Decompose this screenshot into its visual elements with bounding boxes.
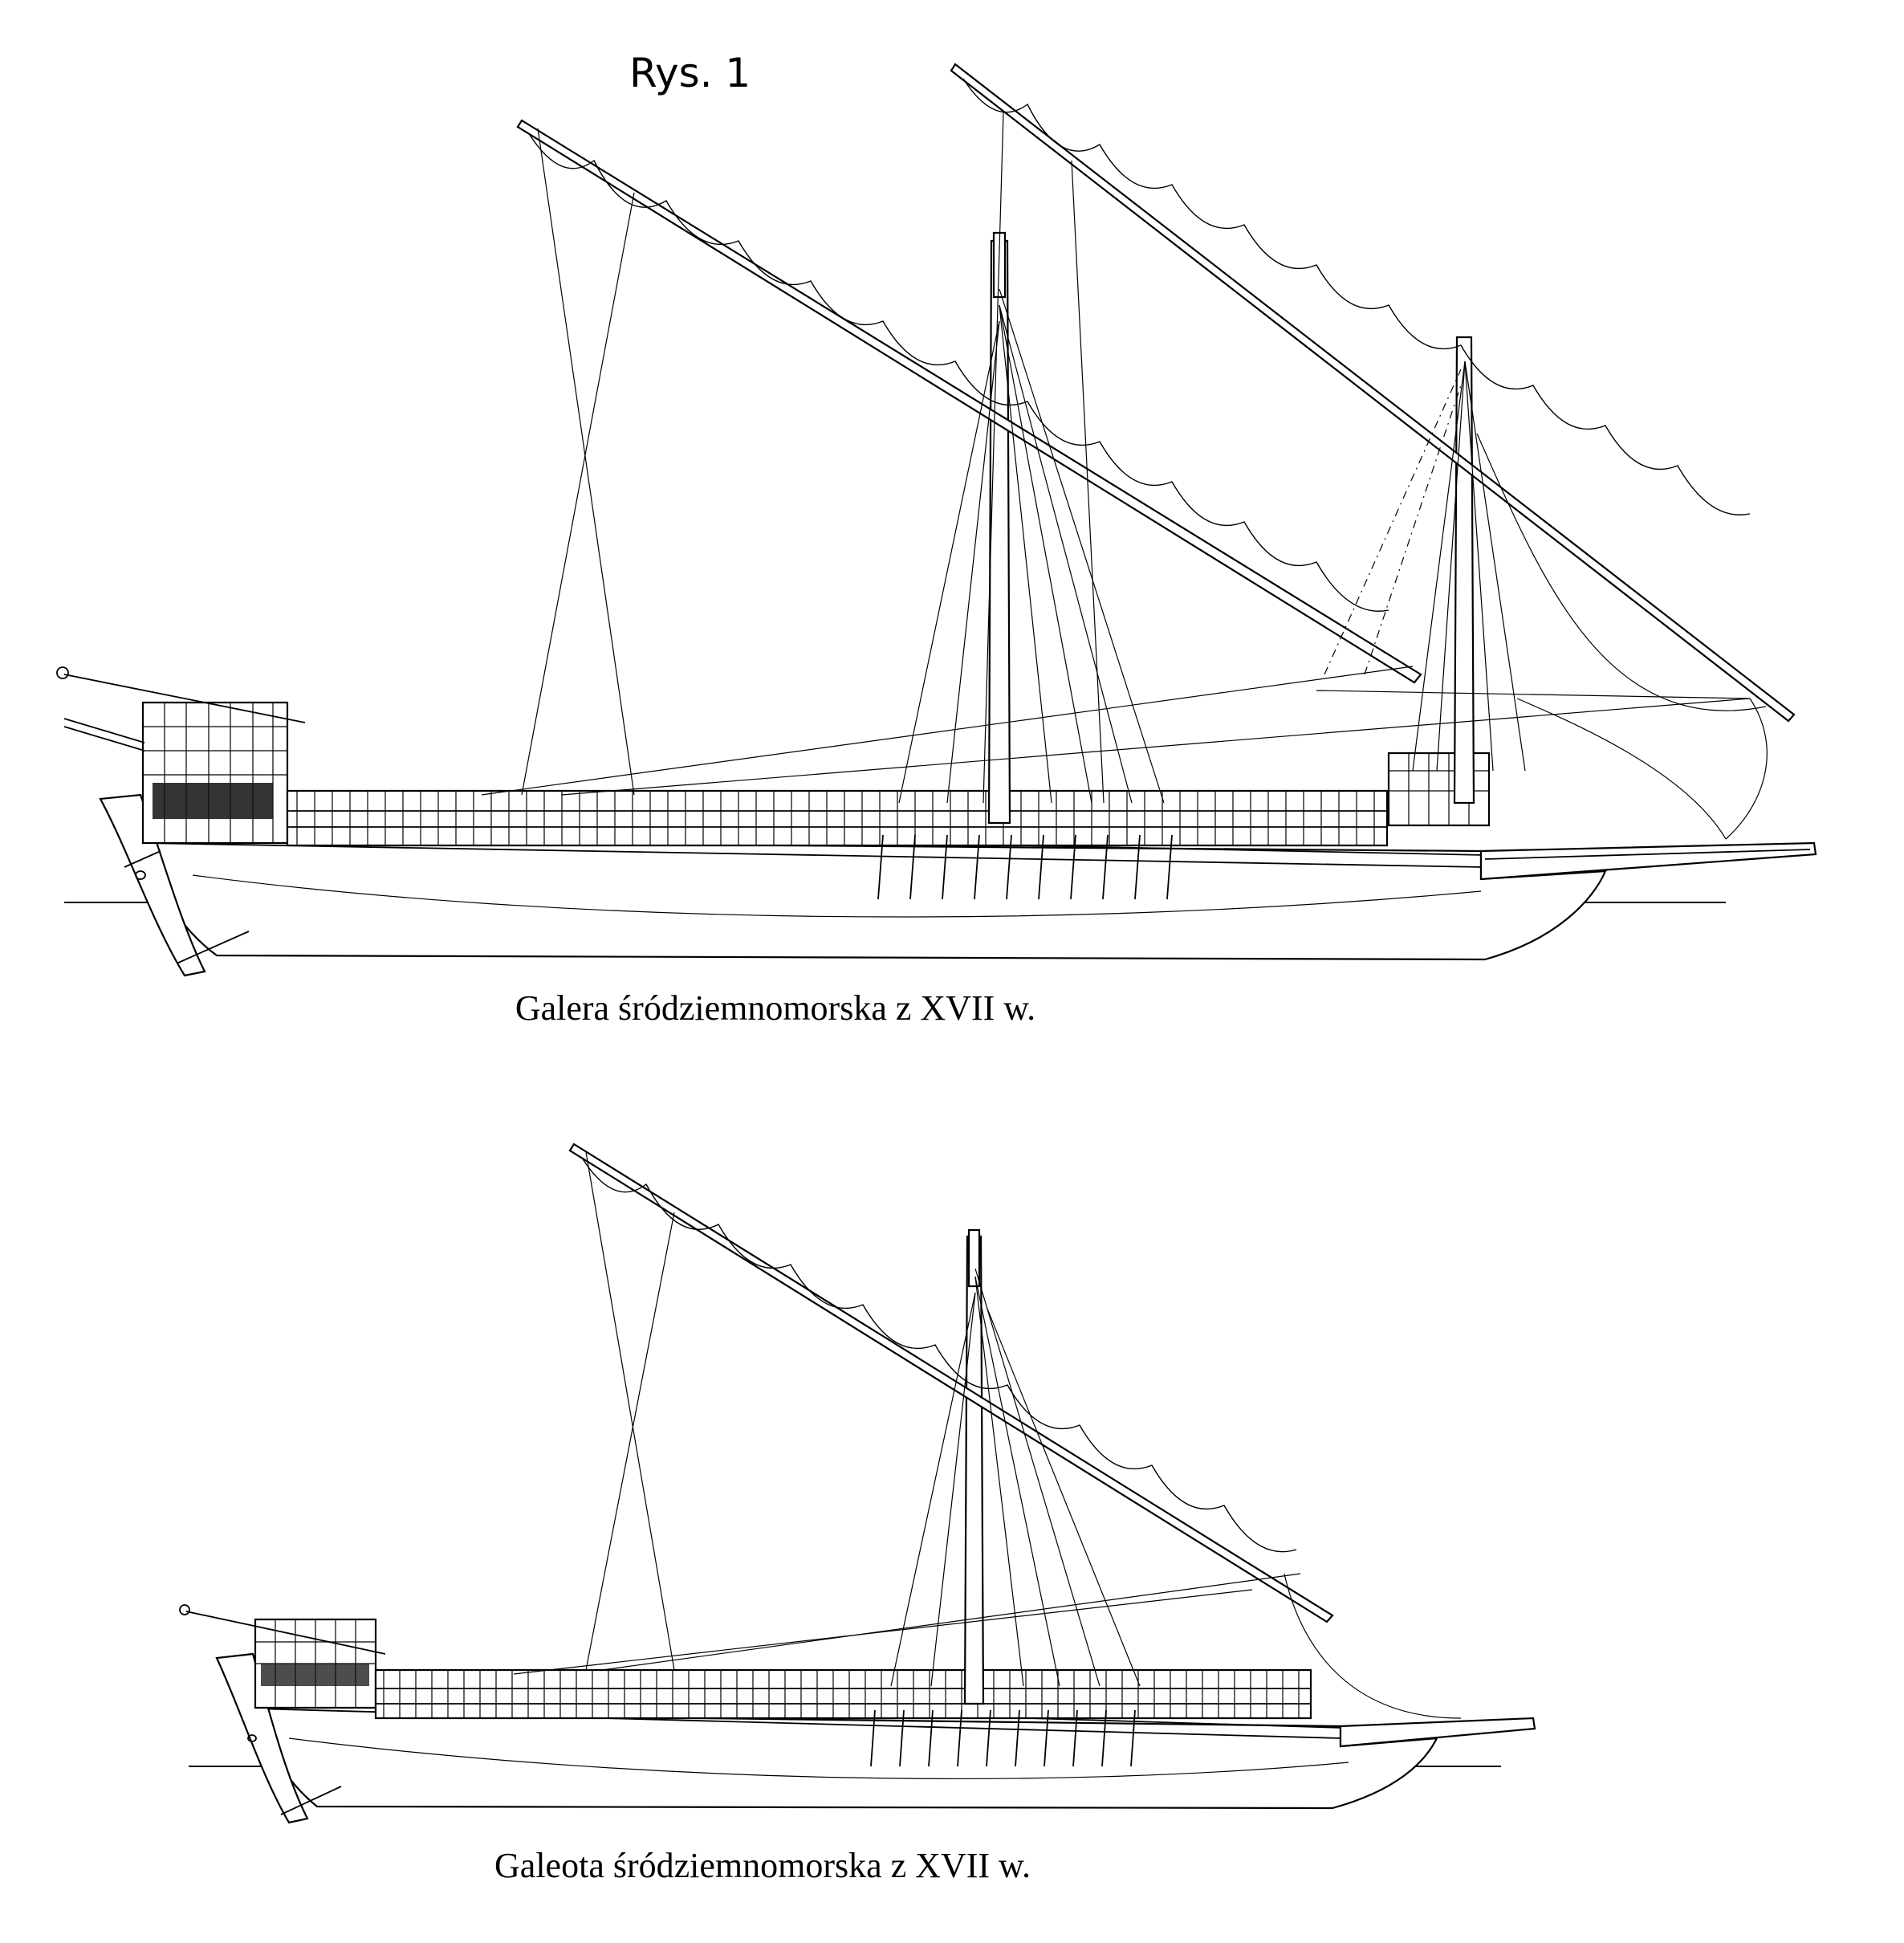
caption-galeota: Galeota śródziemnomorska z XVII w. (494, 1846, 1031, 1885)
galera-fore-yard (951, 64, 1794, 721)
galeota-rowing-deck (376, 1670, 1311, 1718)
galeota-yard (570, 1144, 1332, 1622)
galera-mainmast (989, 241, 1010, 823)
galera-foremast (1454, 337, 1474, 803)
galera-rowing-deck (287, 791, 1387, 845)
galera-beak (1481, 843, 1816, 879)
galera-rigging (482, 112, 1767, 839)
galera-drawing (0, 0, 1904, 988)
figure-label: Rys. 1 (629, 50, 751, 96)
caption-galera: Galera śródziemnomorska z XVII w. (515, 988, 1036, 1028)
galeota-beak (1341, 1718, 1535, 1746)
galera-stern-cabin (143, 703, 287, 843)
galeota-rigging (514, 1152, 1461, 1718)
galera-main-yard (518, 120, 1421, 682)
galeota-drawing (0, 1012, 1904, 1847)
galera-stern-decoration (153, 783, 273, 819)
